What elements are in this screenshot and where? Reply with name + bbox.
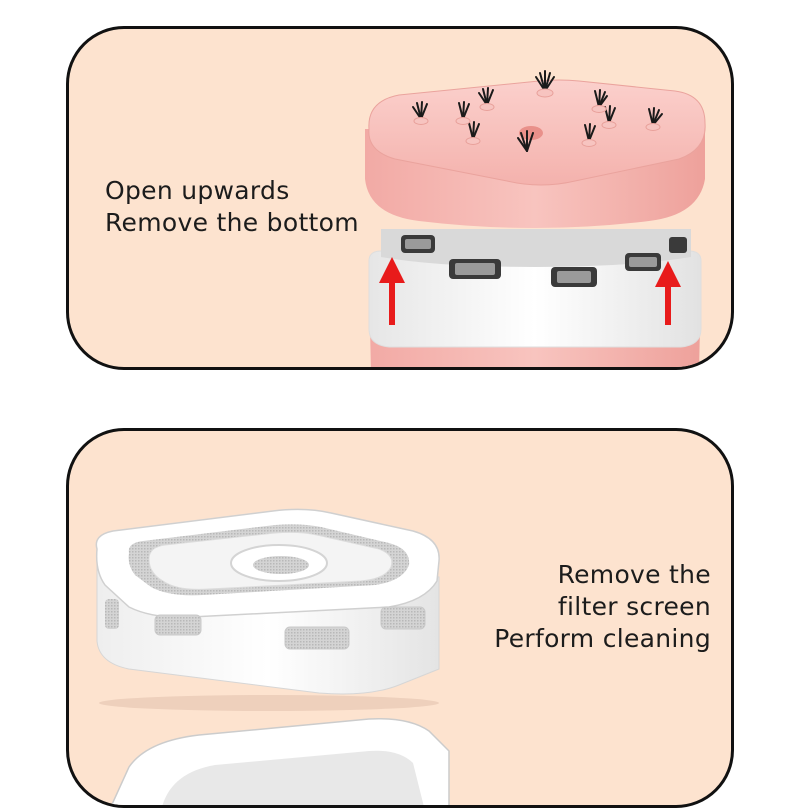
caption-line-remove-the: Remove the bbox=[557, 560, 711, 589]
up-arrow-right-icon bbox=[655, 261, 681, 325]
filter-frame bbox=[95, 508, 440, 711]
base-frame-partial bbox=[110, 718, 450, 805]
caption-line-perform-cleaning: Perform cleaning bbox=[494, 624, 711, 653]
instruction-panel-open: Open upwards Remove the bottom bbox=[66, 26, 734, 370]
caption-line-filter-screen: filter screen bbox=[557, 592, 711, 621]
instruction-panel-clean: Remove the filter screen Perform cleanin… bbox=[66, 428, 734, 808]
bristle-tufts bbox=[412, 70, 663, 152]
brush-device-illustration bbox=[365, 70, 706, 367]
instruction-caption-open: Open upwards Remove the bottom bbox=[105, 175, 359, 239]
device-body bbox=[368, 229, 702, 367]
instruction-caption-clean: Remove the filter screen Perform cleanin… bbox=[494, 559, 711, 655]
filter-screen-illustration bbox=[95, 508, 450, 805]
up-arrow-left-icon bbox=[379, 257, 405, 325]
brush-head bbox=[365, 70, 706, 228]
filter-window-slots bbox=[105, 599, 426, 650]
caption-line-open-upwards: Open upwards bbox=[105, 176, 290, 205]
caption-line-remove-bottom: Remove the bottom bbox=[105, 208, 359, 237]
